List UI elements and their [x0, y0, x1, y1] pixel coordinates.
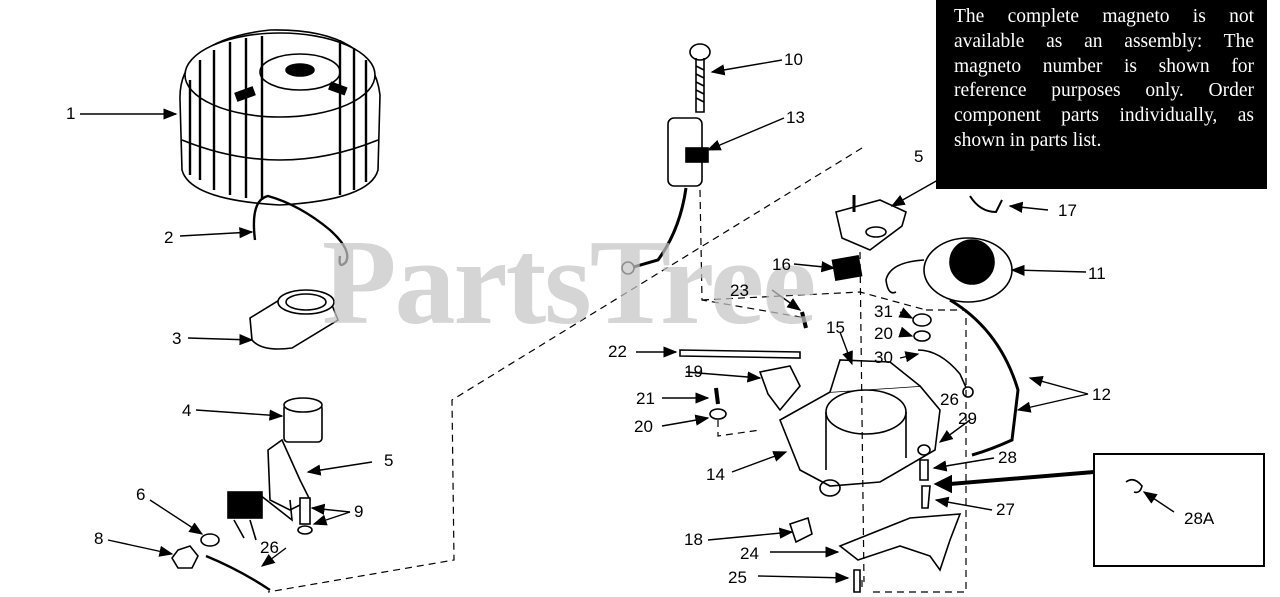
nut-part — [171, 545, 199, 569]
callout-24: 24 — [740, 544, 759, 563]
washer-20-right-part — [913, 330, 931, 342]
sleeve-part — [283, 397, 323, 443]
callout-30: 30 — [874, 348, 893, 367]
pin-18-part — [788, 516, 813, 544]
callout-17: 17 — [1058, 201, 1077, 220]
callout-22: 22 — [608, 342, 627, 361]
callout-26-right: 26 — [940, 390, 959, 409]
cover-part — [249, 289, 339, 350]
callout-20-right: 20 — [874, 324, 893, 343]
leader-lines — [80, 59, 1175, 584]
pin-30-part — [917, 349, 969, 393]
flywheel-part — [179, 29, 381, 206]
breaker-bracket-part — [227, 438, 312, 541]
lever-19-part — [758, 365, 801, 412]
magneto-note-text: The complete magneto is not available as… — [954, 6, 1254, 151]
callout-19: 19 — [684, 362, 703, 381]
callout-23: 23 — [730, 281, 749, 300]
callout-18: 18 — [684, 530, 703, 549]
arm-22-part — [679, 349, 801, 359]
callout-1: 1 — [66, 104, 76, 123]
callout-28a: 28A — [1184, 509, 1215, 528]
callout-12: 12 — [1092, 385, 1111, 404]
screw-washer-part — [297, 497, 313, 535]
washer-31-part — [912, 313, 932, 327]
callout-27: 27 — [996, 500, 1015, 519]
screw-28-part — [919, 459, 929, 481]
assembly-guide-lines — [267, 147, 967, 593]
callout-5-left: 5 — [384, 451, 394, 470]
callout-29: 29 — [958, 409, 977, 428]
spring-part — [252, 194, 349, 267]
callout-31: 31 — [874, 302, 893, 321]
callout-2: 2 — [164, 228, 174, 247]
washer-part — [200, 533, 220, 547]
callout-13: 13 — [786, 108, 805, 127]
callout-28: 28 — [998, 448, 1017, 467]
wire-17-part — [969, 195, 1003, 214]
screw-25-part — [853, 569, 861, 593]
callout-25: 25 — [728, 568, 747, 587]
callout-26-left: 26 — [260, 538, 279, 557]
callout-3: 3 — [172, 329, 182, 348]
callout-9: 9 — [354, 502, 364, 521]
callout-14: 14 — [706, 465, 725, 484]
callout-6: 6 — [136, 485, 146, 504]
screw-27-part — [921, 485, 931, 509]
callout-5-right: 5 — [914, 147, 924, 166]
callout-15: 15 — [826, 318, 845, 337]
callout-8: 8 — [94, 529, 104, 548]
screw-10-part — [689, 43, 711, 113]
callout-11: 11 — [1088, 264, 1106, 283]
screw-21-part — [714, 387, 720, 405]
partstree-watermark: PartsTree — [322, 215, 816, 350]
washer-20-left-part — [709, 408, 727, 420]
bracket-24-part — [838, 513, 962, 572]
callout-4: 4 — [182, 401, 192, 420]
callout-16: 16 — [772, 255, 791, 274]
callout-20-left: 20 — [634, 417, 653, 436]
callout-10: 10 — [784, 50, 803, 69]
coil-part — [885, 237, 1020, 457]
clip-16-part — [831, 254, 863, 282]
magneto-note-box: The complete magneto is not available as… — [936, 0, 1267, 189]
washer-29-part — [917, 444, 931, 456]
callout-21: 21 — [636, 389, 655, 408]
housing-part — [778, 359, 941, 497]
plate-part — [835, 195, 907, 251]
screw-23-part — [800, 311, 808, 329]
condenser-part — [621, 117, 709, 275]
inset-28a-box — [1093, 453, 1265, 567]
ground-wire-part — [205, 554, 271, 591]
inset-pointer-arrow — [933, 470, 1095, 494]
